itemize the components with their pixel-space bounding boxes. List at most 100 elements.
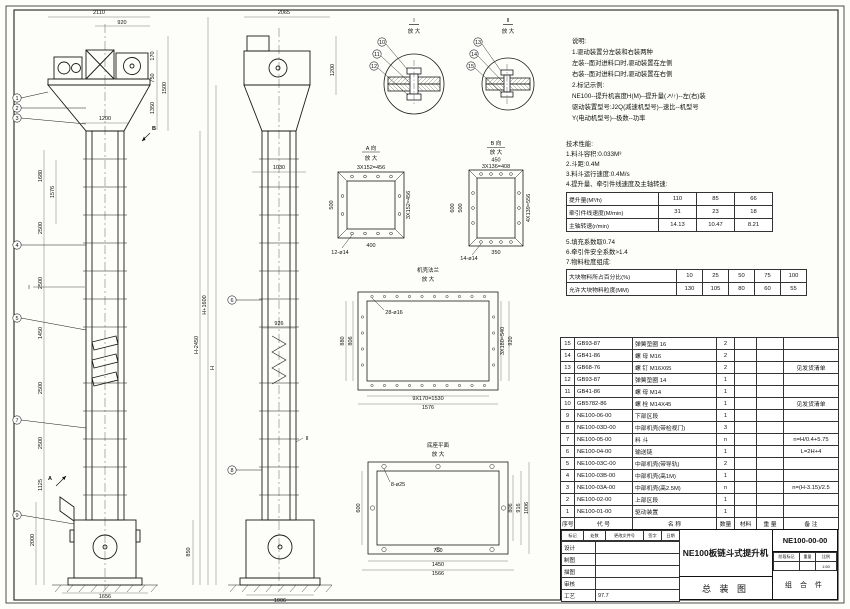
part-qty: 1: [716, 445, 735, 458]
part-name: 料 斗: [632, 433, 717, 446]
part-remark: [783, 337, 839, 350]
size-value: 105: [702, 282, 729, 296]
part-remark: [783, 409, 839, 422]
part-remark: 见发货清单: [783, 361, 839, 374]
note-line: 1.驱动装置分左装和右装两种: [572, 49, 653, 56]
role-value: [595, 577, 680, 590]
part-name: 上部区段: [632, 493, 717, 506]
side-dim-lines: [244, 16, 337, 596]
part-code: NE100-03D-00: [574, 421, 633, 434]
dim-label: 4X139=556: [526, 194, 532, 222]
spec-row: 提升量(M³/h) 110 85 66: [566, 192, 773, 206]
front-callout-numbers: 1 2 3 4 5 7 9: [15, 96, 18, 519]
sign-header-cell: 处数: [583, 530, 606, 541]
size-row: 大块物料所占百分比(%) 10 25 50 75 100: [566, 269, 807, 283]
casing-flange-view: [345, 291, 510, 405]
part-material: [734, 481, 757, 494]
dim-label: 600: [356, 503, 362, 512]
title-block-name: NE100板链斗式提升机 总 装 图: [679, 530, 773, 599]
dim-label: 1450: [432, 562, 444, 568]
size-label: 允许大块物料粒度(MM): [566, 282, 677, 296]
detail-II-labels: II 放 大 13 14 15: [468, 18, 515, 70]
part-remark: [783, 457, 839, 470]
note-line: 说明:: [572, 38, 587, 45]
dim-label: 1656: [99, 594, 111, 600]
view-subtitle: 放 大: [422, 275, 435, 283]
part-no: 1: [560, 505, 575, 518]
parts-row: 13 GB68-76 螺 钉 M16X65 2 见发货清单: [560, 361, 839, 374]
dim-label: 170: [150, 51, 156, 60]
part-material: [734, 337, 757, 350]
spec-value: 66: [734, 192, 773, 206]
part-callout: 1: [15, 96, 18, 102]
spec-label: 提升量(M³/h): [566, 192, 659, 206]
part-qty: 1: [716, 385, 735, 398]
note-line: 右装--面对进料口时,驱动装置在右侧: [572, 71, 673, 78]
part-no: 14: [560, 349, 575, 362]
part-no: 6: [560, 445, 575, 458]
detail-title: I: [413, 18, 415, 24]
tech-line: 技术性能:: [566, 141, 593, 148]
part-remark: L=2H+4: [783, 445, 839, 458]
part-material: [734, 349, 757, 362]
parts-header-cell: 序号: [560, 517, 575, 530]
dim-label: H-2450: [194, 336, 200, 354]
part-name: 驱动装置: [632, 505, 717, 518]
part-material: [734, 445, 757, 458]
view-direction-a: A: [48, 476, 52, 482]
part-qty: 2: [716, 349, 735, 362]
part-weight: [756, 409, 784, 422]
mini-header-cell: 比例: [815, 552, 837, 562]
dim-label: 880: [340, 336, 346, 345]
part-weight: [756, 421, 784, 434]
section-subtitle: 放 大: [490, 148, 503, 156]
part-material: [734, 493, 757, 506]
part-material: [734, 373, 757, 386]
section-title: B 向: [491, 139, 502, 147]
size-value: 75: [754, 269, 781, 283]
dim-label: 350: [491, 250, 500, 256]
part-remark: [783, 505, 839, 518]
role-label: 制图: [561, 553, 596, 566]
size-value: 25: [702, 269, 729, 283]
part-qty: 1: [716, 373, 735, 386]
part-name: 螺 母 M16: [632, 349, 717, 362]
drawing-number: NE100-00-00: [773, 530, 837, 552]
dim-label: 1006: [274, 598, 286, 604]
role-value: [595, 541, 680, 554]
role-row: 描图: [561, 565, 680, 578]
part-weight: [756, 481, 784, 494]
role-date: 97.7: [595, 589, 680, 602]
part-qty: n: [716, 481, 735, 494]
part-callout: 6: [230, 298, 233, 304]
size-value: 130: [676, 282, 703, 296]
detail-I-labels: I 放 大 10 11 12: [371, 18, 421, 70]
part-code: NE100-04-00: [574, 445, 633, 458]
sign-header-cell: 日期: [661, 530, 680, 541]
tech-line: 5.填充系数取0.74: [566, 239, 615, 246]
parts-header-cell: 名 称: [632, 517, 717, 530]
dim-label: 1500: [162, 82, 168, 94]
parts-header-row: 序号代 号名 称数量材料重 量备 注: [560, 517, 839, 530]
part-weight: [756, 337, 784, 350]
part-name: 弹簧垫圈 16: [632, 337, 717, 350]
parts-row: 7 NE100-05-00 料 斗 n n=H/0.4+5.75: [560, 433, 839, 446]
role-row: 制图: [561, 553, 680, 566]
section-view-B: [468, 147, 524, 256]
part-weight: [756, 493, 784, 506]
role-label: 描图: [561, 565, 596, 578]
part-no: 10: [560, 397, 575, 410]
part-weight: [756, 361, 784, 374]
hole-callout: 28-ø16: [385, 310, 402, 316]
part-qty: 2: [716, 361, 735, 374]
sign-header-cell: 标记: [561, 530, 584, 541]
part-weight: [756, 505, 784, 518]
parts-header-cell: 备 注: [783, 517, 839, 530]
sign-header-row: 标记处数更改文件号签字日期: [561, 530, 680, 541]
hole-callout: 8-ø25: [391, 482, 405, 488]
role-row: 设计: [561, 541, 680, 554]
parts-row: 12 GB93-87 弹簧垫圈 14 1: [560, 373, 839, 386]
parts-header-cell: 代 号: [574, 517, 633, 530]
